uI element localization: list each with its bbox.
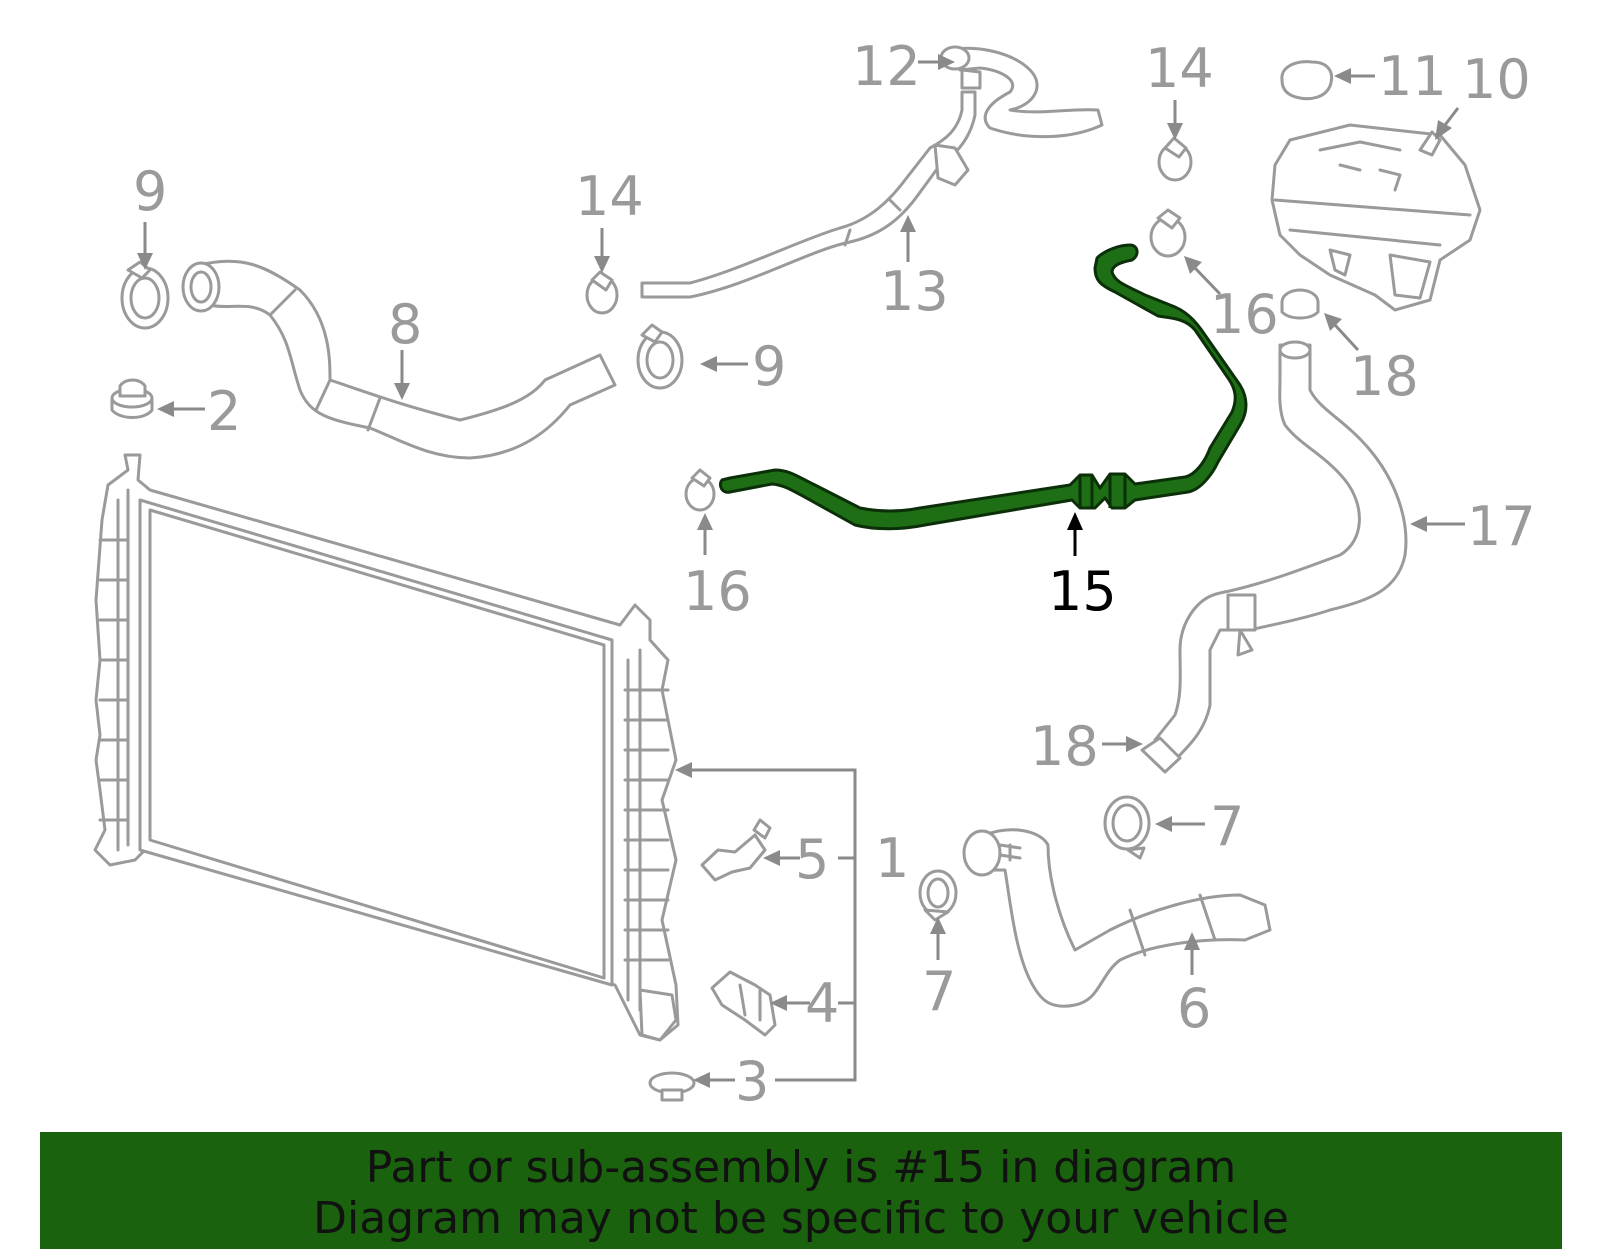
- clamp-14-right: [1157, 136, 1193, 182]
- bypass-hose-13: [640, 90, 977, 299]
- callout-7-right: 7: [1210, 795, 1244, 858]
- banner-line-1: Part or sub-assembly is #15 in diagram: [365, 1142, 1237, 1193]
- leader-lines: [137, 54, 1465, 1088]
- clamp-7-left: [918, 869, 958, 922]
- clamp-18-upper: [1280, 288, 1320, 320]
- callout-14-right: 14: [1145, 37, 1214, 100]
- callout-7-left: 7: [922, 960, 956, 1023]
- callout-1: 1: [875, 827, 909, 890]
- hose-clamp-9-left: [120, 260, 170, 330]
- temperature-sensor-5: [700, 818, 772, 882]
- callout-12: 12: [852, 35, 921, 98]
- callout-15: 15: [1048, 560, 1117, 623]
- heater-hose-15-highlighted: [718, 243, 1248, 531]
- heater-hose-12: [939, 45, 1104, 139]
- callout-10: 10: [1462, 48, 1531, 111]
- callout-13: 13: [880, 260, 949, 323]
- radiator: [93, 453, 680, 1042]
- callout-9-right: 9: [752, 335, 786, 398]
- callout-17: 17: [1467, 495, 1536, 558]
- callout-5: 5: [795, 828, 829, 891]
- clamp-7-right: [1103, 795, 1151, 860]
- callout-6: 6: [1177, 977, 1211, 1040]
- plug-3: [648, 1071, 696, 1102]
- callout-9-left: 9: [133, 160, 167, 223]
- callout-14-left: 14: [575, 165, 644, 228]
- clamp-16-right: [1149, 208, 1187, 258]
- clamp-14-left: [585, 270, 619, 315]
- parts-diagram: 12 14 11 10 9 14 13 16 18 8 9 2 17 16 15…: [93, 35, 1536, 1113]
- lower-radiator-hose-6: [962, 828, 1272, 1008]
- callout-labels: 12 14 11 10 9 14 13 16 18 8 9 2 17 16 15…: [133, 35, 1536, 1113]
- drain-valve-4: [710, 970, 777, 1037]
- insulator-2: [110, 378, 154, 419]
- callout-11: 11: [1378, 45, 1447, 108]
- callout-3: 3: [735, 1050, 769, 1113]
- info-banner: Part or sub-assembly is #15 in diagram D…: [40, 1132, 1562, 1249]
- hose-clamp-9-right: [636, 323, 684, 390]
- banner-line-2: Diagram may not be specific to your vehi…: [313, 1193, 1289, 1244]
- callout-18-lower: 18: [1030, 715, 1099, 778]
- clamp-18-lower: [1140, 736, 1182, 774]
- clamp-16-left: [684, 468, 716, 512]
- callout-16-left: 16: [683, 560, 752, 623]
- callout-16-right: 16: [1210, 283, 1279, 346]
- callout-18-upper: 18: [1350, 345, 1419, 408]
- reservoir-hose-17: [1153, 340, 1408, 762]
- callout-4: 4: [805, 972, 839, 1035]
- callout-8: 8: [388, 293, 422, 356]
- callout-2: 2: [207, 380, 241, 443]
- coolant-reservoir: [1270, 123, 1482, 312]
- reservoir-cap: [1280, 60, 1334, 101]
- upper-radiator-hose: [181, 259, 617, 460]
